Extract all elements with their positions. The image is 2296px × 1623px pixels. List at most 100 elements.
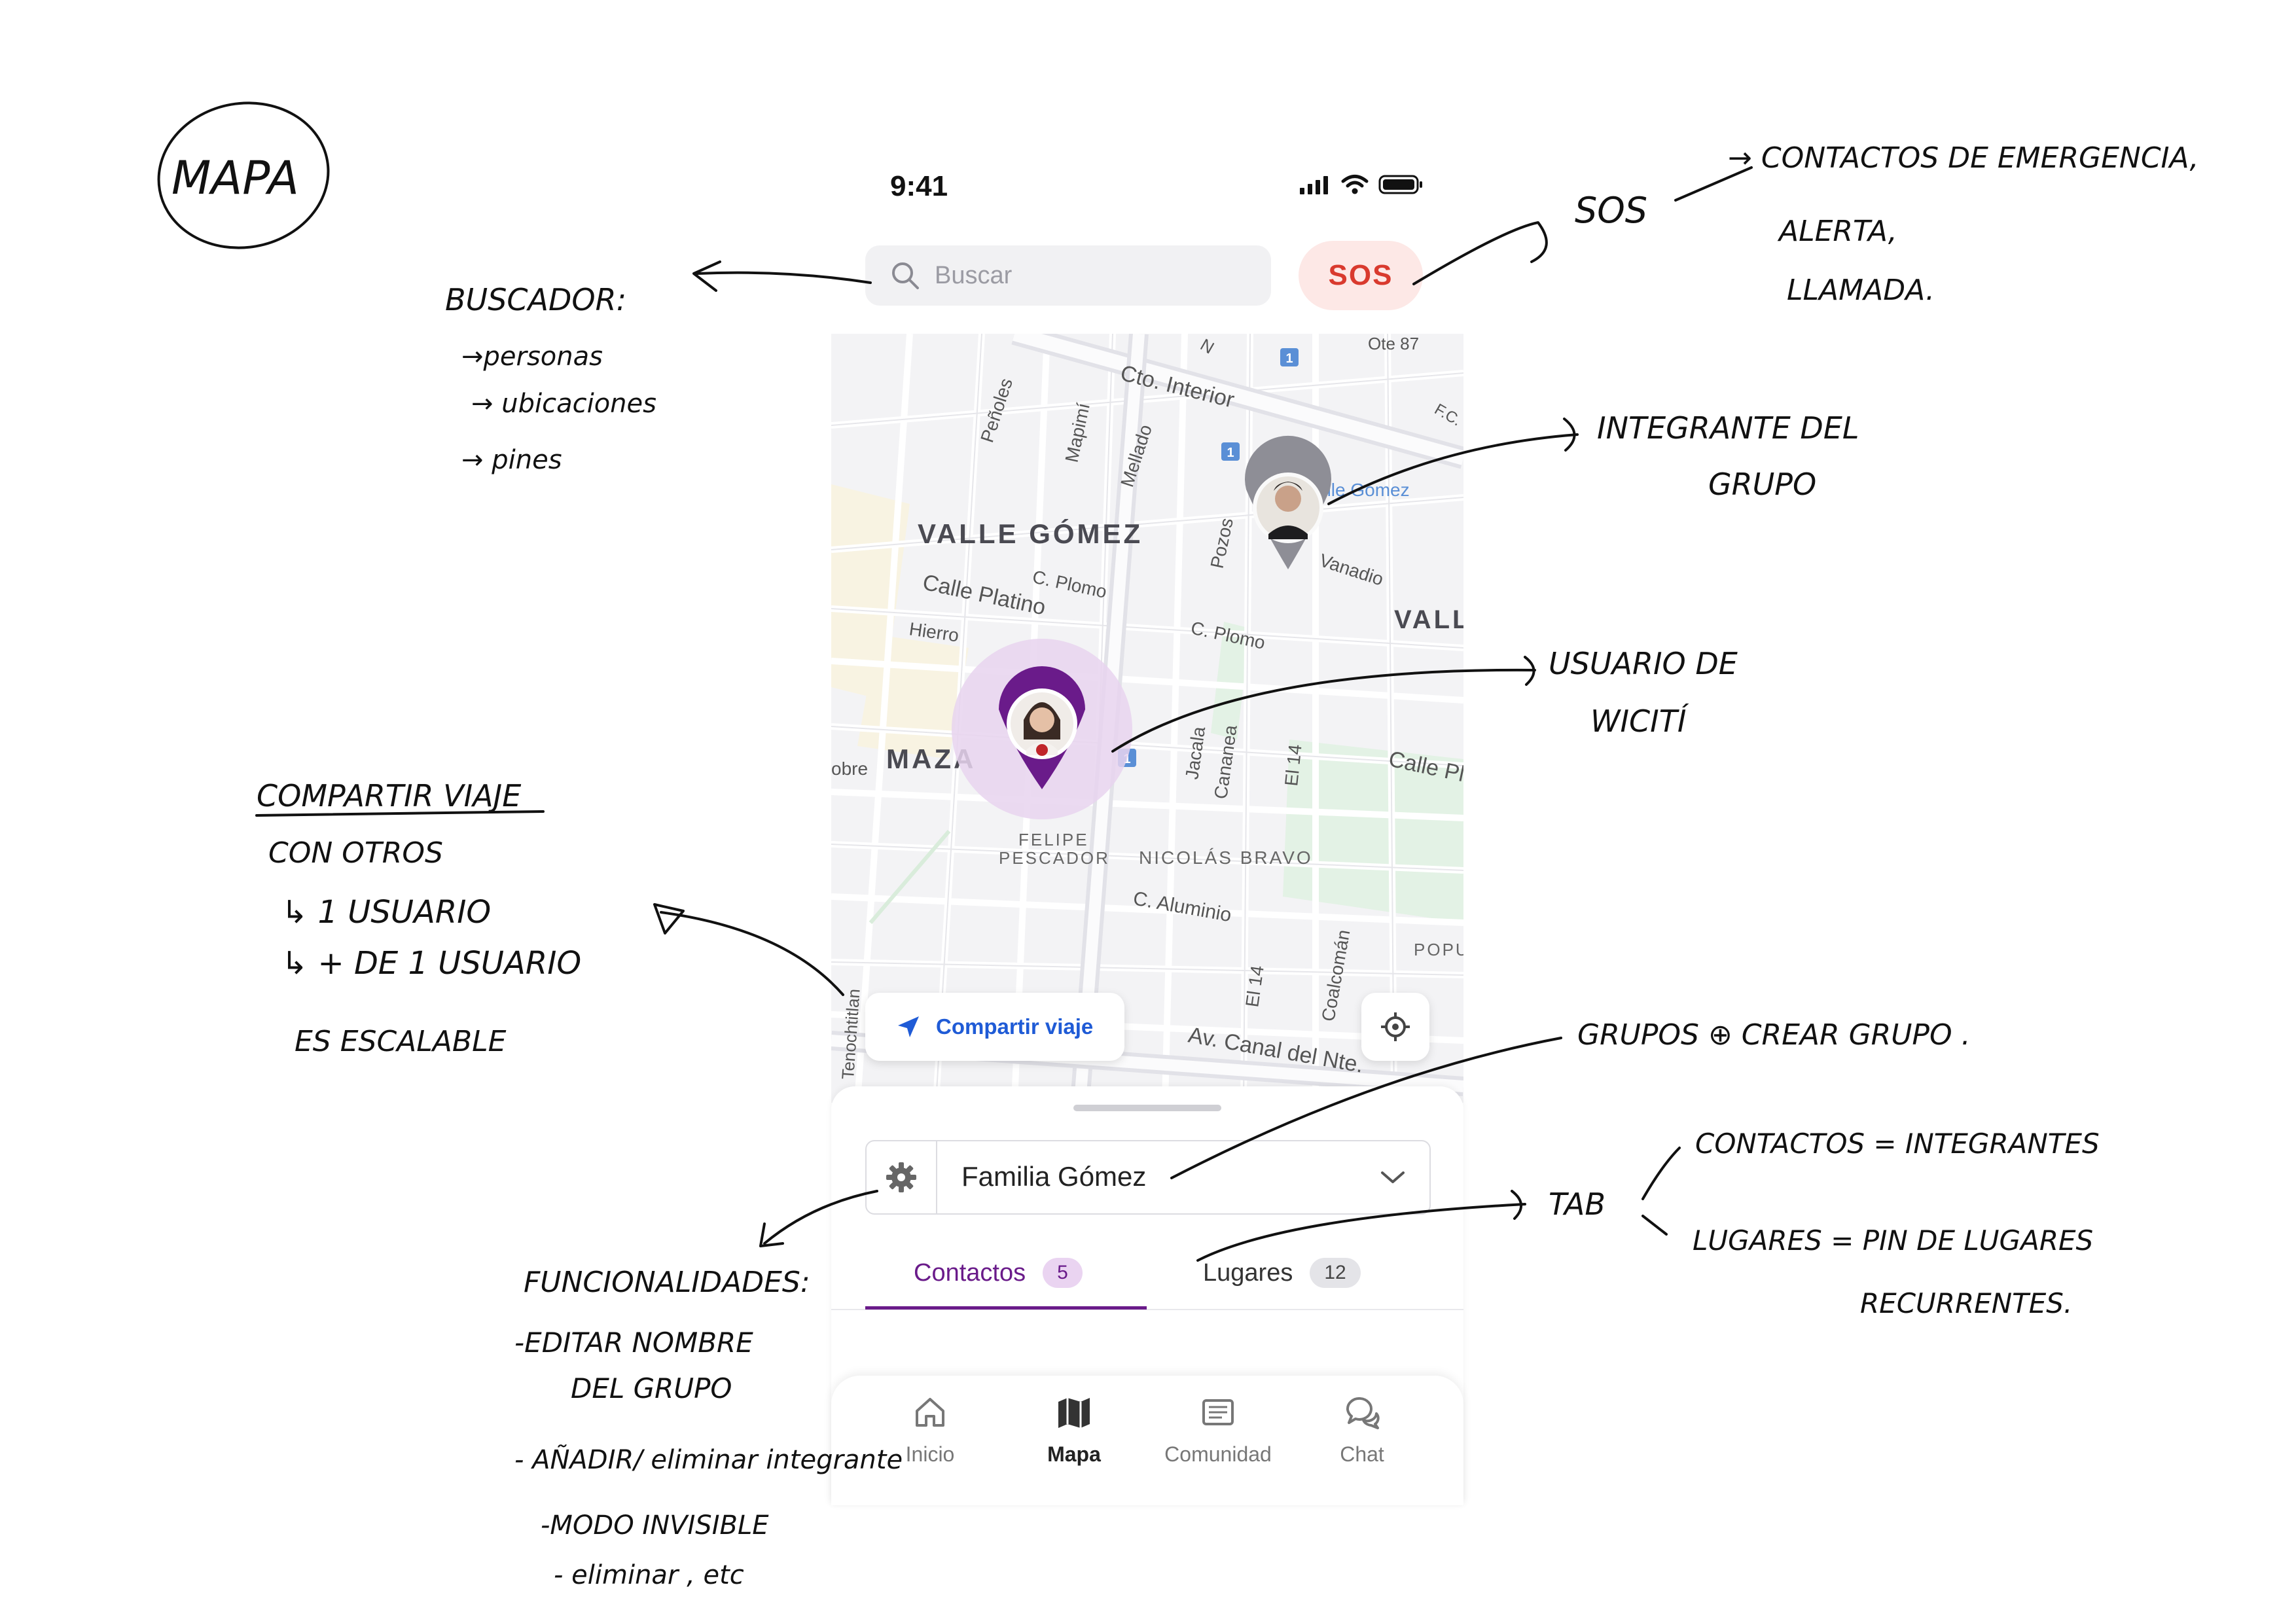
tab-bar: Contactos 5 Lugares 12 — [831, 1237, 1463, 1310]
annotation-arrow — [1327, 433, 1579, 505]
map-label: VALLE GÓMEZ — [918, 518, 1143, 549]
navigation-arrow-icon — [898, 1016, 919, 1037]
status-time: 9:41 — [890, 170, 948, 202]
annotation-arrow — [1111, 668, 1536, 753]
tab-label: Contactos — [914, 1258, 1026, 1287]
map-park — [1283, 740, 1463, 923]
annotation-func-item: - eliminar , etc — [554, 1560, 744, 1590]
tab-contactos[interactable]: Contactos 5 — [914, 1237, 1083, 1309]
annotation-tab-detail: RECURRENTES. — [1860, 1287, 2072, 1319]
phone-screen: 9:41 Buscar SOS — [831, 144, 1463, 1505]
annotation-func-item: DEL GRUPO — [571, 1372, 732, 1404]
map-icon — [1058, 1398, 1090, 1428]
annotation-arrow — [660, 911, 844, 996]
map-label: FELIPE — [1018, 830, 1089, 849]
group-selector[interactable]: Familia Gómez — [865, 1140, 1431, 1215]
status-icons — [1299, 174, 1424, 195]
battery-icon — [1378, 175, 1422, 194]
annotation-arrow — [1412, 221, 1548, 285]
metro-marker: 1 — [1280, 348, 1299, 366]
sos-label: SOS — [1328, 259, 1393, 291]
active-tab-indicator — [865, 1306, 1147, 1310]
sos-button[interactable]: SOS — [1299, 241, 1423, 310]
annotation-usuario: WICITÍ — [1590, 704, 1689, 739]
annotation-buscador: BUSCADOR: — [445, 282, 626, 317]
nav-item-comunidad[interactable]: Comunidad — [1146, 1394, 1290, 1467]
annotation-integrante: INTEGRANTE DEL — [1597, 410, 1859, 446]
annotation-arrow — [696, 271, 872, 284]
annotation-func-title: FUNCIONALIDADES: — [524, 1266, 810, 1299]
map-label: Ote 87 — [1368, 334, 1419, 353]
map-label: obre — [831, 758, 868, 779]
map-label: El 14 — [1281, 743, 1306, 787]
annotation-compartir-title: COMPARTIR VIAJE — [257, 778, 521, 813]
annotation-buscador-item: → pines — [461, 445, 562, 475]
annotation-compartir: CON OTROS — [268, 836, 443, 870]
map-label: PESCADOR — [999, 848, 1110, 868]
nav-item-mapa[interactable]: Mapa — [1002, 1394, 1146, 1467]
nav-label: Comunidad — [1164, 1442, 1272, 1466]
annotation-func-item: -EDITAR NOMBRE — [514, 1327, 753, 1359]
map-canvas: 1 1 1 Cto. Interior Peñoles Mapimí Mella… — [831, 334, 1463, 1103]
current-user-pin[interactable] — [999, 666, 1085, 789]
newspaper-icon — [1202, 1399, 1234, 1425]
svg-text:1: 1 — [1285, 351, 1293, 366]
search-input[interactable]: Buscar — [865, 245, 1271, 306]
count-badge: 12 — [1310, 1258, 1361, 1288]
group-settings-button[interactable] — [867, 1141, 937, 1213]
annotation-integrante: GRUPO — [1708, 467, 1816, 502]
annotation-compartir: ES ESCALABLE — [295, 1025, 507, 1058]
annotation-arrow — [1170, 1037, 1562, 1179]
tab-lugares[interactable]: Lugares 12 — [1203, 1237, 1361, 1309]
annotation-grupo: GRUPOS ⊕ CREAR GRUPO . — [1577, 1018, 1971, 1052]
crosshair-icon — [1381, 1012, 1410, 1041]
tab-label: Lugares — [1203, 1258, 1293, 1287]
group-member-pin[interactable] — [1245, 435, 1331, 569]
annotation-sos-detail: ALERTA, — [1777, 215, 1897, 248]
chevron-down-icon — [1381, 1171, 1405, 1183]
metro-marker: 1 — [1221, 442, 1240, 461]
nav-item-inicio[interactable]: Inicio — [858, 1394, 1002, 1467]
nav-item-chat[interactable]: Chat — [1290, 1394, 1434, 1467]
share-trip-button[interactable]: Compartir viaje — [865, 993, 1124, 1061]
annotation-compartir: ↳ + DE 1 USUARIO — [281, 945, 581, 982]
annotation-arrow — [1196, 1203, 1526, 1262]
search-placeholder: Buscar — [935, 261, 1013, 289]
share-trip-label: Compartir viaje — [936, 1014, 1094, 1039]
locate-me-button[interactable] — [1361, 993, 1429, 1061]
annotation-tab-detail: LUGARES = PIN DE LUGARES — [1693, 1224, 2093, 1257]
chat-bubbles-icon — [1346, 1397, 1380, 1429]
search-icon — [892, 262, 919, 289]
group-name: Familia Gómez — [961, 1161, 1147, 1192]
annotation-tab: TAB — [1549, 1186, 1605, 1222]
annotation-func-item: -MODO INVISIBLE — [541, 1510, 769, 1541]
annotation-arrow — [763, 1190, 878, 1245]
home-icon — [916, 1398, 944, 1427]
map-label: POPU — [1414, 940, 1463, 959]
annotation-sos-detail: → CONTACTOS DE EMERGENCIA, — [1728, 141, 2198, 175]
nav-label: Chat — [1340, 1442, 1384, 1466]
wifi-icon — [1341, 175, 1369, 194]
signal-icon — [1300, 176, 1328, 194]
annotation-buscador-item: → ubicaciones — [471, 389, 656, 419]
map-label: VALL — [1394, 605, 1463, 634]
map-view[interactable]: 1 1 1 Cto. Interior Peñoles Mapimí Mella… — [831, 334, 1463, 1103]
map-label: NICOLÁS BRAVO — [1139, 847, 1313, 868]
annotation-sos-detail: LLAMADA. — [1787, 274, 1935, 307]
annotation-func-item: - AÑADIR/ eliminar integrante — [514, 1444, 903, 1475]
gear-icon — [886, 1162, 916, 1192]
annotation-sos: SOS — [1575, 190, 1647, 231]
mapa-circle — [157, 101, 330, 249]
bottom-nav: Inicio Mapa Comunidad Chat — [831, 1376, 1463, 1505]
count-badge: 5 — [1043, 1258, 1083, 1288]
map-label: alle Gómez — [1317, 480, 1410, 500]
nav-label: Mapa — [1047, 1442, 1101, 1466]
annotation-usuario: USUARIO DE — [1549, 646, 1738, 681]
annotation-tab-detail: CONTACTOS = INTEGRANTES — [1695, 1128, 2100, 1160]
annotation-buscador-item: →personas — [461, 342, 603, 372]
annotation-compartir: ↳ 1 USUARIO — [281, 894, 491, 931]
sheet-drag-handle[interactable] — [1073, 1105, 1221, 1111]
svg-text:1: 1 — [1227, 446, 1234, 460]
nav-label: Inicio — [905, 1442, 955, 1466]
